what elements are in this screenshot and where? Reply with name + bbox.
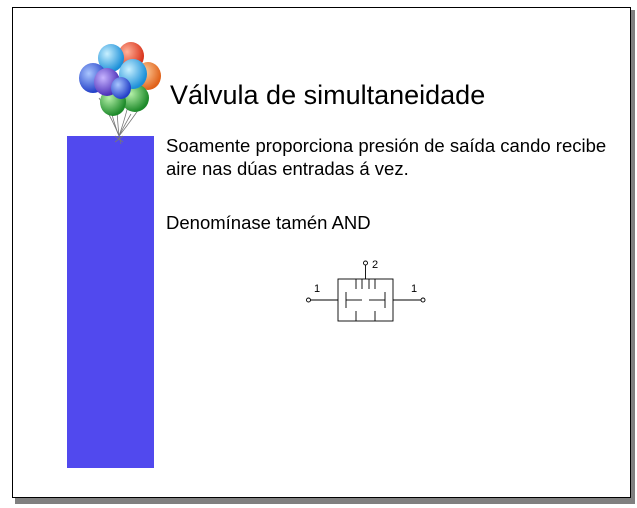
- and-valve-symbol-icon: 1 2 1: [306, 259, 426, 322]
- balloons-icon: [79, 42, 161, 145]
- port-label-right: 1: [411, 283, 417, 295]
- port-label-top: 2: [372, 259, 378, 271]
- body-paragraph-description: Soamente proporciona presión de saída ca…: [166, 135, 607, 179]
- decorative-side-bar: [67, 136, 154, 468]
- slide-title: Válvula de simultaneidade: [170, 80, 486, 110]
- port-label-left: 1: [314, 283, 320, 295]
- slide: Válvula de simultaneidade Soamente propo…: [12, 7, 631, 498]
- body-paragraph-and-name: Denomínase tamén AND: [166, 212, 371, 233]
